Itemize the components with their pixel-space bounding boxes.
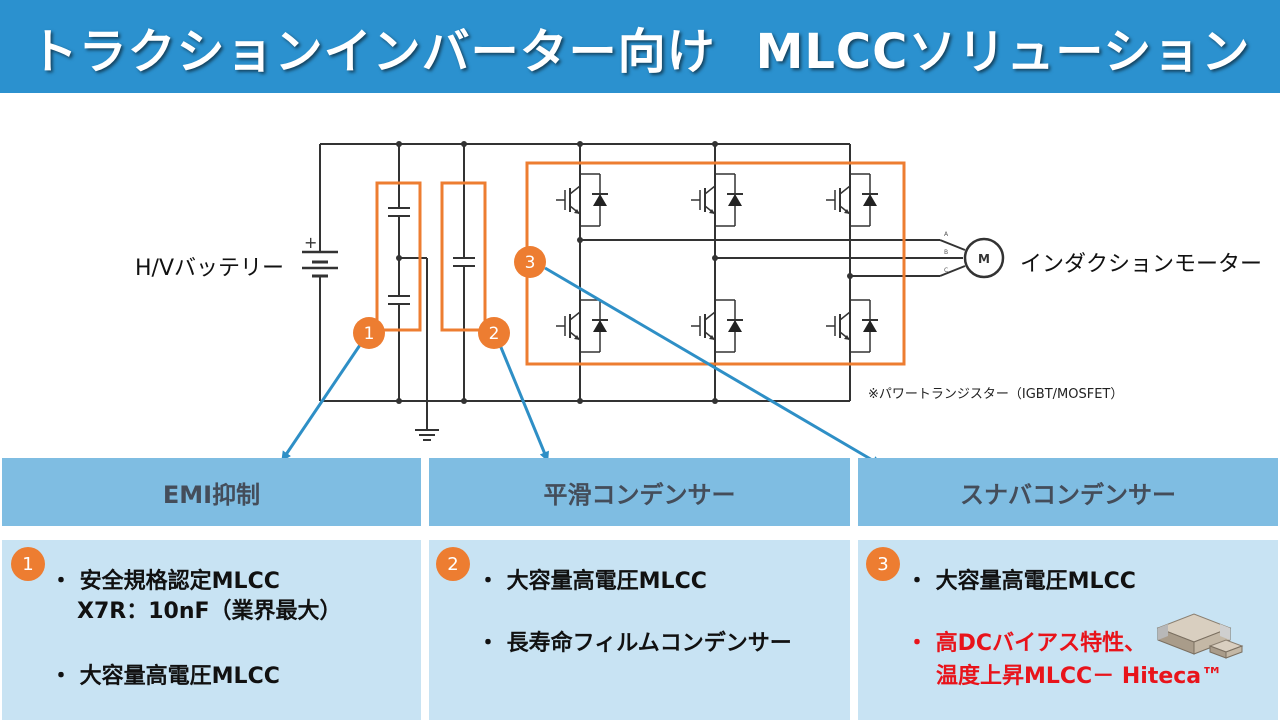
arrow-to-snubber [544, 266, 882, 466]
emi-item-1-detail: X7R：10nF（業界最大） [77, 599, 342, 624]
inverter-circuit-diagram: + M A B C 1 2 3 [281, 141, 1005, 466]
snubber-heading: スナバコンデンサー [858, 458, 1278, 526]
badge-3-icon: 3 [514, 246, 546, 278]
smoothing-item-1: ・ 大容量高電圧MLCC [477, 569, 707, 594]
emi-item-1: ・ 安全規格認定MLCC [50, 569, 280, 594]
transistor-icon [555, 173, 609, 227]
phase-label-c: C [944, 267, 948, 274]
title-part-2: MLCCソリューション [755, 23, 1251, 80]
emi-capacitor-highlight [375, 181, 422, 332]
emi-heading: EMI抑制 [2, 458, 421, 526]
smoothing-heading: 平滑コンデンサー [429, 458, 850, 526]
title-part-1: トラクションインバーター向け [29, 23, 716, 80]
snubber-panel: 3 ・ 大容量高電圧MLCC ・ 高DCバイアス特性、 温度上昇MLCC－ Hi… [858, 540, 1278, 720]
phase-label-b: B [944, 249, 948, 256]
badge-1-icon: 1 [353, 317, 385, 349]
snubber-item-2-detail: 温度上昇MLCC－ Hiteca™ [936, 664, 1224, 689]
transistor-icon [825, 173, 879, 227]
svg-text:1: 1 [364, 324, 375, 344]
smoothing-capacitor-highlight [440, 181, 487, 332]
motor-symbol: M [978, 252, 990, 266]
smoothing-panel: 2 ・ 大容量高電圧MLCC ・ 長寿命フィルムコンデンサー [429, 540, 850, 720]
page-title: トラクションインバーター向け MLCCソリューション [0, 0, 1280, 93]
badge-3-icon: 3 [866, 547, 900, 581]
transistor-icon [825, 299, 879, 353]
badge-2-icon: 2 [436, 547, 470, 581]
emi-panel: 1 ・ 安全規格認定MLCC X7R：10nF（業界最大） ・ 大容量高電圧ML… [2, 540, 421, 720]
transistor-icon [555, 299, 609, 353]
battery-label: H/Vバッテリー [135, 256, 285, 281]
transistor-icon [690, 299, 744, 353]
transistor-icon [690, 173, 744, 227]
badge-1-icon: 1 [11, 547, 45, 581]
arrow-to-emi [281, 344, 362, 462]
emi-item-2: ・ 大容量高電圧MLCC [50, 664, 280, 689]
snubber-item-1: ・ 大容量高電圧MLCC [906, 569, 1136, 594]
arrow-to-smoothing [498, 344, 549, 462]
phase-label-a: A [944, 231, 949, 238]
svg-text:2: 2 [489, 324, 500, 344]
svg-text:3: 3 [525, 253, 536, 273]
snubber-item-2: ・ 高DCバイアス特性、 [906, 631, 1147, 656]
transistor-note: ※パワートランジスター（IGBT/MOSFET） [868, 387, 1124, 402]
badge-2-icon: 2 [478, 317, 510, 349]
mlcc-chip-icon [1156, 613, 1244, 659]
smoothing-item-2: ・ 長寿命フィルムコンデンサー [477, 631, 792, 656]
battery-plus-sign: + [304, 233, 317, 252]
motor-label: インダクションモーター [1020, 252, 1263, 277]
